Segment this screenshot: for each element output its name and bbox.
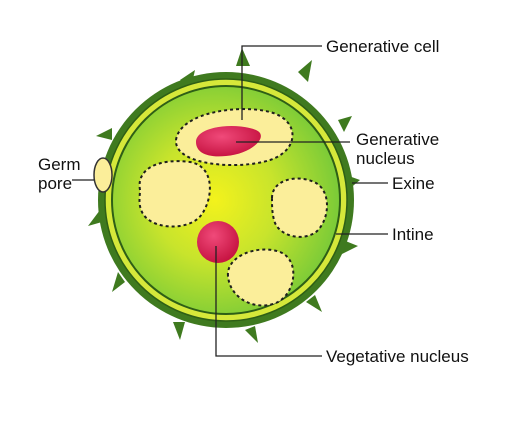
vegetative-nucleus — [197, 221, 239, 263]
generative-nucleus — [196, 126, 261, 157]
vacuole-bottom — [226, 248, 295, 307]
label-generative-nucleus-line2: nucleus — [356, 149, 415, 168]
leader-generative-cell — [241, 45, 322, 120]
label-generative-cell: Generative cell — [326, 37, 439, 56]
label-germ-pore-line1: Germ — [38, 155, 81, 174]
germ-pore — [93, 157, 113, 193]
label-vegetative-nucleus: Vegetative nucleus — [326, 347, 469, 366]
intine-outer-outline — [104, 78, 348, 322]
leader-vegetative-nucleus — [215, 246, 322, 357]
vacuole-left — [138, 160, 211, 228]
label-intine: Intine — [392, 225, 434, 244]
intine-inner-outline — [111, 85, 341, 315]
leader-lines — [72, 45, 388, 357]
vacuole-right — [270, 177, 328, 238]
label-generative-nucleus-line1: Generative — [356, 130, 439, 149]
label-germ-pore-line2: pore — [38, 174, 72, 193]
label-exine: Exine — [392, 174, 435, 193]
